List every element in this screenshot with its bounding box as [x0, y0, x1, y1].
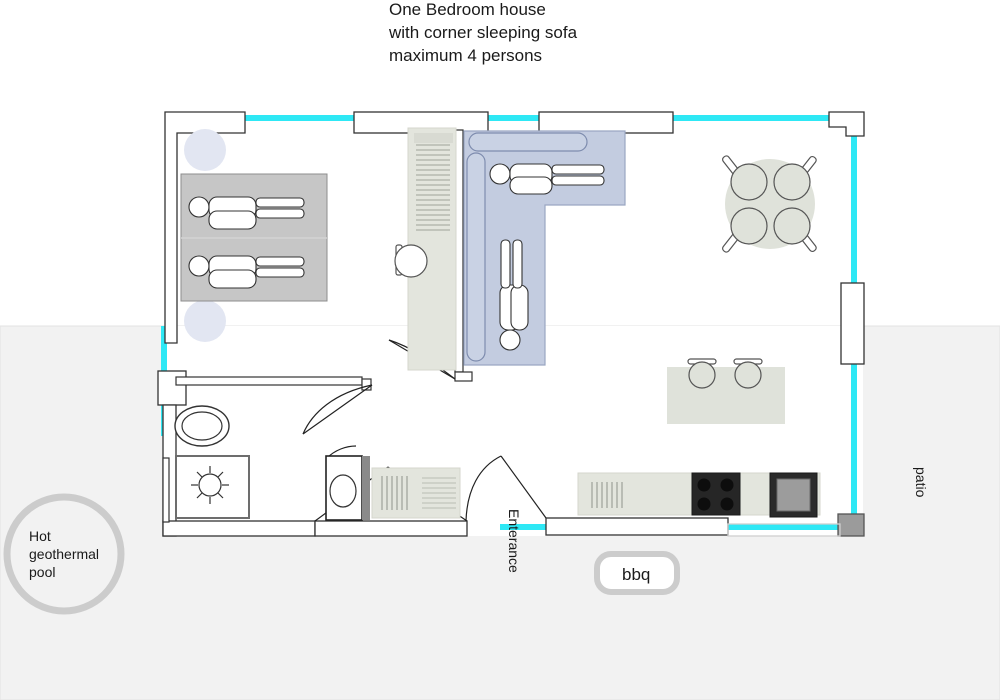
- bbq-ring: [594, 551, 680, 595]
- entrance-label: Enterance: [506, 509, 522, 573]
- kitchen-counter-run: [577, 472, 821, 518]
- washbasin-bowl: [329, 474, 357, 508]
- stove-burner-3: [697, 497, 711, 511]
- door-jamb-bath: [361, 378, 372, 391]
- wall-top-right-corner: [828, 111, 865, 137]
- chair-seat-br: [773, 207, 811, 245]
- chair-seat-tl: [730, 163, 768, 201]
- lamp-icon-bottom: [184, 300, 226, 342]
- toilet-bowl: [181, 411, 223, 441]
- shower-head-icon: [198, 473, 222, 497]
- person-leg-lower: [255, 208, 305, 219]
- pool-label-line-2: geothermal: [29, 546, 99, 562]
- glass-top: [170, 115, 860, 121]
- person-head: [489, 163, 511, 185]
- stove-burner-1: [697, 478, 711, 492]
- wall-bottom-right-pier: [837, 513, 865, 537]
- chair-seat-bl: [730, 207, 768, 245]
- patio-label: patio: [913, 467, 929, 498]
- door-arc-entrance[interactable]: [465, 455, 502, 522]
- person-leg-lower: [512, 239, 523, 289]
- person-leg-lower: [551, 175, 605, 186]
- bbq-label: bbq: [622, 565, 650, 584]
- sofa-back-cushion-top: [468, 132, 588, 152]
- door-leaf-hall[interactable]: [302, 384, 373, 435]
- cabinet-top-band: [414, 133, 453, 143]
- pool-label-line-3: pool: [29, 564, 55, 580]
- person-torso-lower: [208, 269, 257, 289]
- chair-seat-tr: [773, 163, 811, 201]
- entrance-label-group: Enterance: [506, 509, 522, 573]
- person-head: [188, 196, 210, 218]
- person-leg-upper: [255, 256, 305, 267]
- stool-seat-2: [734, 361, 762, 389]
- person-figure-sofa-2: [499, 239, 529, 351]
- person-figure-sofa-1: [489, 163, 605, 195]
- person-torso-lower: [509, 176, 553, 195]
- partition-living-foot: [454, 371, 473, 382]
- title-line-2: with corner sleeping sofa: [388, 23, 578, 42]
- dining-set: [722, 155, 817, 253]
- bar-stool-seats: [688, 361, 762, 389]
- person-torso-lower: [510, 284, 529, 331]
- corner-sleeping-sofa: [463, 130, 626, 366]
- person-figure-bed-1: [188, 196, 305, 230]
- oven-door: [776, 478, 811, 512]
- person-head: [499, 329, 521, 351]
- hall-cabinet-vertical-slats: [381, 476, 408, 510]
- bathroom-fixtures: [174, 405, 250, 519]
- bedroom-area: [180, 129, 328, 342]
- person-leg-upper: [255, 197, 305, 208]
- wall-bottom-right: [545, 517, 729, 536]
- person-leg-upper: [500, 239, 511, 289]
- lamp-icon-top: [184, 129, 226, 171]
- wall-right-segment: [840, 282, 865, 365]
- armchair-seat: [394, 244, 428, 278]
- door-arc-hall[interactable]: [302, 384, 373, 435]
- patio-label-group: patio: [913, 467, 929, 498]
- pool-label-line-1: Hot: [29, 528, 51, 544]
- sofa-back-cushion-left: [466, 152, 486, 362]
- person-head: [188, 255, 210, 277]
- partition-bath-left: [162, 457, 170, 523]
- wall-top-left-corner: [164, 111, 246, 344]
- shower-spray-icon: [191, 466, 229, 504]
- person-torso-lower: [208, 210, 257, 230]
- partition-bath-top: [175, 376, 363, 386]
- wall-bottom-left: [162, 520, 316, 537]
- wall-left-segment: [157, 370, 187, 406]
- hall-cabinet-horizontal-slats: [422, 477, 456, 509]
- interior-walls: [162, 129, 473, 523]
- washbasin-side-panel: [362, 456, 370, 520]
- person-leg-upper: [551, 164, 605, 175]
- person-figure-bed-2: [188, 255, 305, 289]
- bbq-unit: bbq: [594, 551, 680, 595]
- person-leg-lower: [255, 267, 305, 278]
- kitchen-drawer-slats: [591, 482, 623, 508]
- bar-counter-set: [667, 358, 785, 424]
- wall-bottom-mid: [314, 520, 468, 537]
- pool-ring: [3, 493, 125, 615]
- cabinet-louvers: [416, 144, 450, 231]
- door-leaf-entrance[interactable]: [500, 455, 547, 519]
- armchair: [394, 244, 428, 278]
- hallway-cabinets: [325, 455, 461, 521]
- stove-burner-4: [720, 497, 734, 511]
- wall-bottom-far-right: [727, 523, 841, 537]
- wall-top-segment-3: [538, 111, 674, 134]
- stove-burner-2: [720, 478, 734, 492]
- shelf-cabinet-unit: [394, 127, 457, 371]
- hot-geothermal-pool: Hot geothermal pool: [3, 493, 125, 615]
- title-line-1: One Bedroom house: [389, 0, 546, 19]
- bar-counter: [667, 367, 785, 424]
- title-line-3: maximum 4 persons: [389, 46, 542, 65]
- stool-seat-1: [688, 361, 716, 389]
- stove-top: [691, 472, 741, 516]
- dining-chair-seats: [730, 163, 811, 245]
